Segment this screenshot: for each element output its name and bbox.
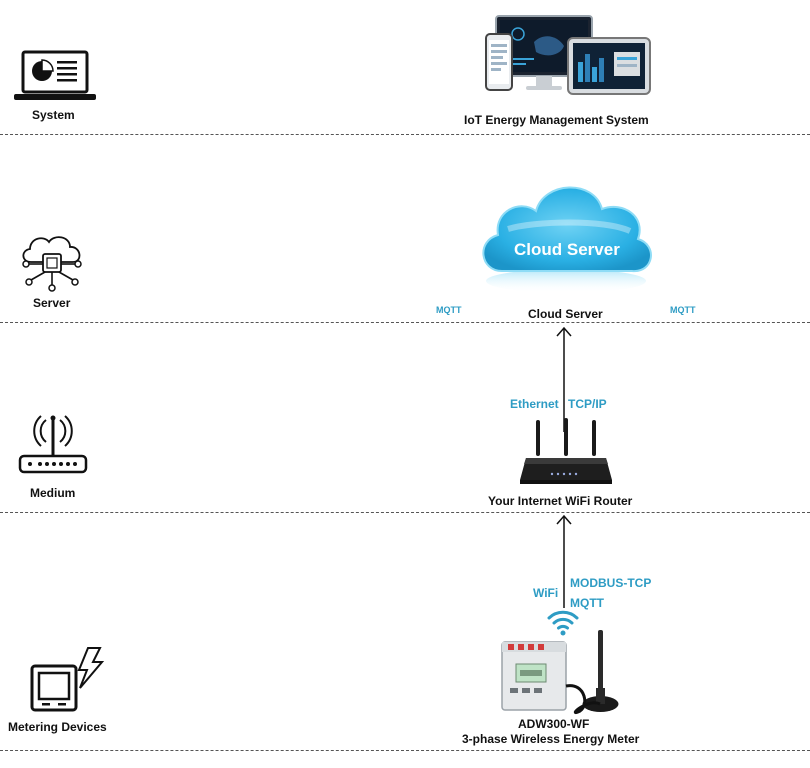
cloud-graphic-text: Cloud Server bbox=[514, 240, 620, 259]
mqtt-label-device: MQTT bbox=[570, 596, 604, 610]
cloud-server-icon bbox=[22, 236, 82, 292]
devices-graphic bbox=[485, 15, 651, 95]
modbus-tcp-label: MODBUS-TCP bbox=[570, 576, 652, 590]
layer-label-medium: Medium bbox=[30, 486, 76, 500]
layer-label-metering: Metering Devices bbox=[8, 720, 107, 734]
meter-caption-desc: 3-phase Wireless Energy Meter bbox=[462, 732, 640, 746]
cloud-graphic bbox=[482, 186, 652, 293]
meter-icon bbox=[30, 647, 105, 712]
tcpip-label: TCP/IP bbox=[568, 397, 607, 411]
ethernet-label: Ethernet bbox=[510, 397, 559, 411]
wifi-icon bbox=[547, 610, 579, 636]
tier-divider-4 bbox=[0, 750, 810, 751]
tier-divider-2 bbox=[0, 322, 810, 323]
wifi-label: WiFi bbox=[533, 586, 559, 600]
energy-meter-graphic bbox=[501, 630, 619, 715]
router-caption: Your Internet WiFi Router bbox=[488, 494, 633, 508]
meter-caption-model: ADW300-WF bbox=[518, 717, 590, 731]
arrow-up-icon bbox=[556, 326, 572, 432]
router-graphic bbox=[520, 418, 612, 484]
tier-divider-3 bbox=[0, 512, 810, 513]
router-icon bbox=[18, 415, 88, 474]
laptop-chart-icon bbox=[14, 50, 96, 100]
server-caption: Cloud Server bbox=[528, 307, 603, 321]
arrow-up-icon bbox=[556, 514, 572, 608]
layer-label-server: Server bbox=[33, 296, 71, 310]
mqtt-label-left: MQTT bbox=[436, 305, 462, 315]
layer-label-system: System bbox=[32, 108, 75, 122]
system-caption: IoT Energy Management System bbox=[464, 113, 649, 127]
tier-divider-1 bbox=[0, 134, 810, 135]
mqtt-label-right: MQTT bbox=[670, 305, 696, 315]
